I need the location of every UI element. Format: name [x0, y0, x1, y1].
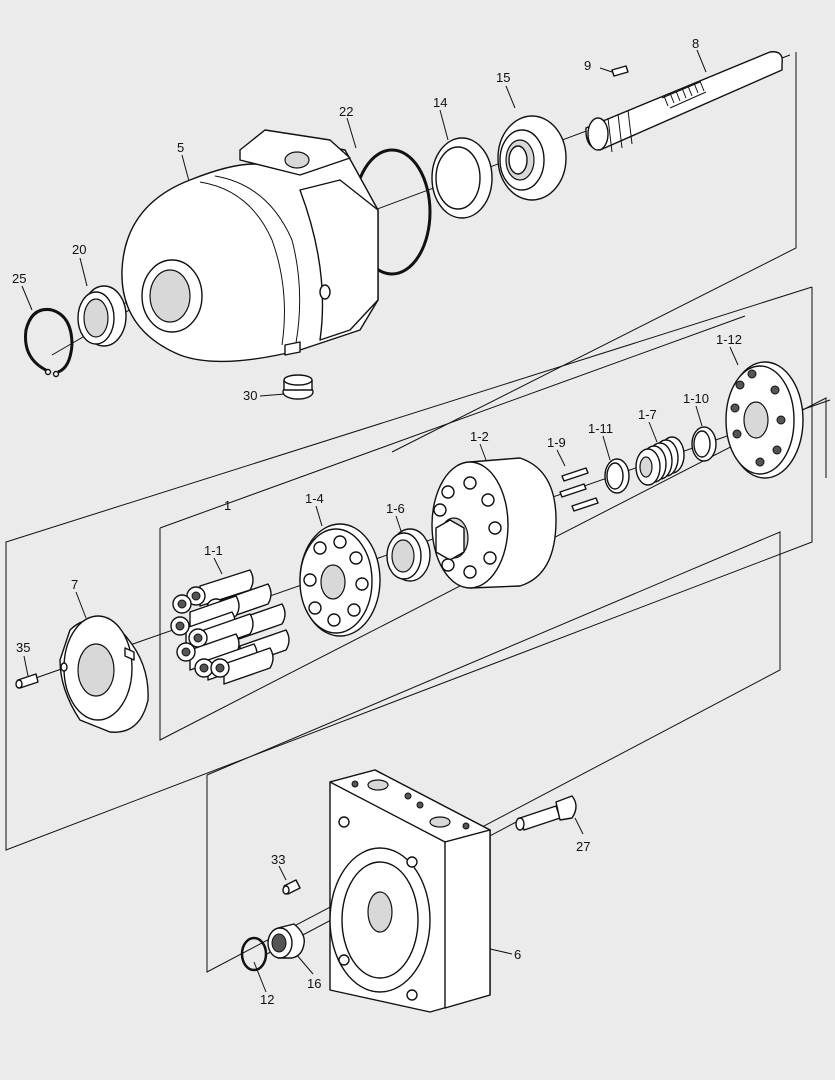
callout-6: 6: [514, 947, 521, 962]
plug-part-30: [282, 374, 314, 400]
callout-27: 27: [576, 839, 590, 854]
swash-plate-part-7: [59, 615, 149, 733]
end-cover-part-6: [329, 769, 491, 1013]
pistons-part-1-1: [170, 569, 290, 685]
bearing-part-16: [267, 923, 305, 959]
callout-30: 30: [243, 388, 257, 403]
callout-12: 12: [260, 992, 274, 1007]
callout-1-6: 1-6: [386, 501, 405, 516]
callout-1-1: 1-1: [204, 543, 223, 558]
retainer-plate-part-1-4: [299, 523, 381, 637]
callout-35: 35: [16, 640, 30, 655]
bolt-part-27: [515, 795, 577, 831]
ring-part-1-11: [604, 458, 630, 494]
seal-part-20: [77, 285, 127, 347]
shim-part-14: [431, 137, 493, 219]
callout-8: 8: [692, 36, 699, 51]
callout-1-12: 1-12: [716, 332, 742, 347]
callout-22: 22: [339, 104, 353, 119]
callout-25: 25: [12, 271, 26, 286]
callout-1-10: 1-10: [683, 391, 709, 406]
callout-1-2: 1-2: [470, 429, 489, 444]
callout-1-9: 1-9: [547, 435, 566, 450]
callout-5: 5: [177, 140, 184, 155]
callout-33: 33: [271, 852, 285, 867]
pin-part-33: [282, 879, 301, 895]
housing-part-5: [121, 129, 379, 363]
callout-7: 7: [71, 577, 78, 592]
callout-1: 1: [224, 498, 231, 513]
pin-part-35: [15, 673, 39, 689]
bearing-part-15: [497, 115, 567, 201]
snapring-part-12: [240, 936, 268, 972]
callout-1-4: 1-4: [305, 491, 324, 506]
pins-part-1-9: [559, 467, 599, 512]
callout-20: 20: [72, 242, 86, 257]
key-part-9: [611, 65, 629, 77]
callout-14: 14: [433, 95, 447, 110]
valve-plate-part-1-12: [725, 361, 804, 479]
bearing-part-1-6: [386, 528, 431, 582]
shaft-part-8: [585, 51, 783, 153]
snapring-part-25: [24, 307, 74, 378]
cylinder-block-part-1-2: [431, 457, 557, 589]
callout-16: 16: [307, 976, 321, 991]
spring-part-1-7: [635, 436, 685, 486]
ring-part-1-10: [691, 426, 717, 462]
callout-labels: 8 9 15 14 22 5 20 25 30 1-12 1-10 1-7 1-…: [12, 36, 742, 1007]
callout-1-11: 1-11: [588, 421, 613, 436]
callout-15: 15: [496, 70, 510, 85]
callout-9: 9: [584, 58, 591, 73]
callout-1-7: 1-7: [638, 407, 657, 422]
